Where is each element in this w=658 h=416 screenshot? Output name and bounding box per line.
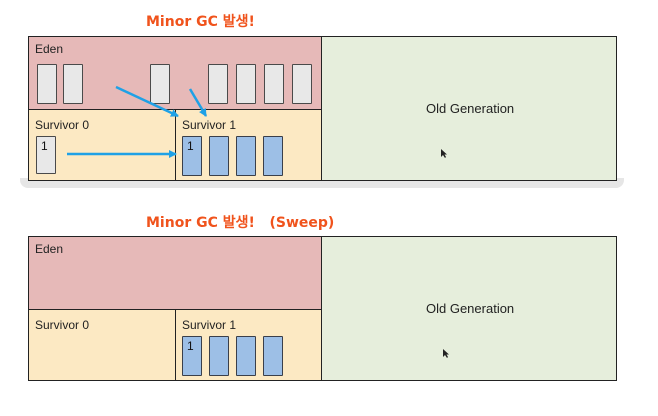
old-generation-region: Old Generation <box>321 236 617 381</box>
survivor0-object: 1 <box>36 136 56 174</box>
eden-object <box>63 64 83 104</box>
eden-object <box>208 64 228 104</box>
survivor1-object <box>263 336 283 376</box>
eden-label: Eden <box>35 42 64 56</box>
survivor0-region: Survivor 0 <box>28 309 176 381</box>
eden-object <box>37 64 57 104</box>
survivor1-object: 1 <box>182 336 202 376</box>
eden-region: Eden <box>28 236 322 310</box>
panel-top-shadow <box>20 178 624 188</box>
survivor1-object <box>236 136 256 176</box>
survivor0-label: Survivor 0 <box>35 118 90 132</box>
eden-object <box>264 64 284 104</box>
old-generation-label: Old Generation <box>426 301 515 316</box>
object-age: 1 <box>187 139 194 153</box>
eden-object <box>292 64 312 104</box>
cursor-icon <box>441 149 447 158</box>
panel-top-heading: Minor GC 발생! <box>146 14 255 30</box>
survivor1-object <box>209 336 229 376</box>
survivor1-object <box>236 336 256 376</box>
object-age: 1 <box>187 339 194 353</box>
panel-bottom-heading: Minor GC 발생! (Sweep) <box>146 215 335 231</box>
survivor1-object <box>263 136 283 176</box>
survivor0-label: Survivor 0 <box>35 318 90 332</box>
arrow-eden-to-survivor1 <box>188 88 208 117</box>
cursor-icon <box>443 349 449 358</box>
old-generation-label: Old Generation <box>426 101 515 116</box>
survivor1-object: 1 <box>182 136 202 176</box>
old-generation-region: Old Generation <box>321 36 617 181</box>
eden-object <box>150 64 170 104</box>
survivor1-label: Survivor 1 <box>182 318 237 332</box>
survivor1-label: Survivor 1 <box>182 118 237 132</box>
eden-object <box>236 64 256 104</box>
object-age: 1 <box>41 139 48 153</box>
survivor1-object <box>209 136 229 176</box>
arrow-eden-to-survivor1 <box>115 85 179 118</box>
eden-label: Eden <box>35 242 64 256</box>
